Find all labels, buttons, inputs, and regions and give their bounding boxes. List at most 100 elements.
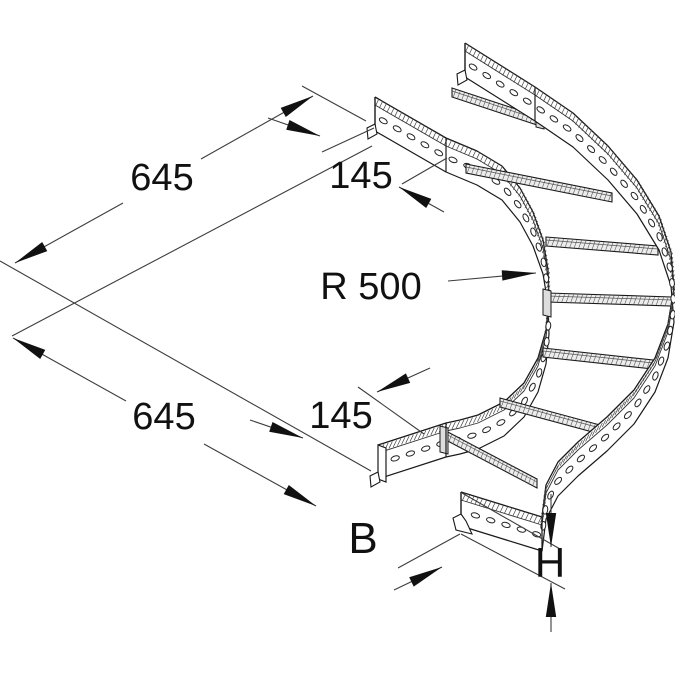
outer-rail-flange-hatch-tick [647, 366, 652, 375]
outer-rail-flange-hatch-tick [605, 417, 610, 425]
rung-hatch-tick [542, 180, 546, 188]
rung-hatch-tick [504, 106, 508, 115]
rung-hatch-tick [570, 418, 574, 426]
inner-rail-flange-hatch-tick [536, 229, 541, 237]
outer-rail-perforation-hole [501, 521, 511, 529]
inner-rail-flange-hatch-tick [533, 220, 538, 229]
outer-rail-flange-hatch-tick [584, 126, 589, 134]
rung-hatch-tick [592, 295, 597, 304]
inner-rail-flange-hatch-tick [451, 421, 456, 430]
outer-rail-flange-hatch-tick [491, 61, 496, 69]
outer-rail-perforation-hole [522, 97, 532, 105]
rung-hatch-tick [550, 181, 555, 190]
rung-hatch-tick [555, 182, 559, 191]
outer-rail-perforation-hole [670, 294, 675, 304]
rung-hatch-tick [508, 107, 512, 116]
outer-rail-flange-hatch-tick [661, 334, 666, 343]
rung-hatch-tick [627, 244, 632, 253]
rung-hatch-tick [518, 404, 522, 412]
outer-rail-perforation-hole [495, 80, 505, 88]
rung-end-block [439, 425, 449, 455]
rung-hatch-tick [564, 184, 568, 193]
outer-rail-flange-hatch-tick [629, 174, 634, 182]
outer-rail-flange-hatch-tick [588, 431, 593, 439]
outer-rail-flange-hatch-tick [528, 84, 533, 92]
outer-rail-flange-hatch-tick [632, 388, 637, 397]
outer-rail-perforation-hole [656, 232, 663, 242]
rung-hatch-tick [480, 167, 484, 176]
outer-rail-flange-hatch-tick [520, 79, 526, 88]
outer-rail-bottom-end-foot [452, 513, 473, 535]
outer-rail-flange-hatch-tick [553, 101, 559, 110]
outer-rail-perforation-hole [643, 385, 651, 394]
rung-hatch-tick [593, 354, 597, 363]
rung-hatch-tick [472, 446, 476, 455]
rung-hatch-tick [500, 399, 505, 408]
inner-rail-perforation-hole [390, 455, 400, 462]
dimension-arrowhead [399, 187, 432, 208]
outer-rail-perforation-hole [623, 411, 632, 420]
outer-rail-flange-hatch-tick [578, 440, 583, 448]
rung-hatch-tick [452, 436, 457, 444]
dimension-line [357, 386, 425, 435]
rung-hatch-tick [500, 461, 504, 470]
outer-rail-flange-hatch-tick [658, 343, 663, 351]
outer-rail-flange-hatch-tick [585, 434, 590, 442]
inner-rail-perforation-hole [513, 200, 522, 209]
outer-rail-flange-hatch-tick [544, 484, 549, 493]
outer-rail-flange-hatch-tick [635, 385, 640, 393]
outer-rail-perforation-hole [562, 124, 572, 132]
outer-rail-flange-hatch-tick [651, 207, 656, 215]
outer-rail-flange-hatch-tick [649, 363, 654, 371]
rung-hatch-tick [559, 183, 564, 192]
rung-hatch-tick [632, 244, 636, 253]
rung-hatch-tick [566, 294, 570, 303]
inner-rail-flange-hatch-tick [546, 280, 551, 289]
inner-rail-flange-hatch-tick [447, 140, 452, 148]
rung-hatch-tick [615, 295, 619, 304]
outer-rail-flange-hatch-tick [581, 123, 586, 131]
rung-bar [465, 163, 613, 203]
rung-hatch-tick [650, 246, 654, 255]
inner-rail-flange-hatch-tick [401, 114, 406, 122]
rung-hatch-tick [618, 243, 623, 252]
outer-rail-flange-hatch-tick [666, 318, 671, 326]
outer-rail-flange-hatch-tick [543, 94, 548, 102]
outer-rail-perforation-hole [661, 247, 668, 257]
rung-hatch-tick [588, 295, 592, 303]
rung-hatch-tick [509, 401, 513, 410]
inner-rail-flange-hatch-tick [436, 133, 441, 142]
inner-rail-flange-hatch-tick [455, 420, 461, 429]
outer-rail-flange-hatch-tick [612, 154, 617, 162]
inner-rail-flange-hatch-tick [515, 185, 520, 194]
outer-rail-perforation-hole [468, 63, 478, 71]
outer-rail-flange-hatch-tick [465, 44, 470, 53]
inner-rail-flange-hatch-tick [524, 200, 529, 209]
rung-hatch-tick [605, 242, 609, 251]
outer-rail-perforation-hole [542, 505, 549, 515]
rung-hatch-tick [512, 109, 517, 118]
rung-hatch-tick [566, 416, 570, 425]
rung-hatch-tick [452, 89, 457, 98]
rung-hatch-tick [664, 297, 669, 306]
rung-hatch-tick [646, 360, 651, 369]
rung-hatch-tick [637, 359, 642, 368]
inner-rail-flange-hatch-tick [491, 161, 496, 169]
outer-rail-flange-hatch-tick [539, 91, 544, 100]
outer-rail-flange-hatch-tick [587, 129, 593, 137]
outer-rail-flange-hatch-tick [591, 132, 596, 140]
rung-hatch-tick [516, 110, 521, 119]
outer-rail-perforation-hole [598, 156, 607, 164]
outer-rail-flange-hatch-tick [546, 96, 551, 105]
rung-hatch-tick [548, 349, 552, 358]
inner-rail-flange-hatch-tick [479, 154, 484, 162]
outer-rail-flange-hatch-tick [498, 65, 503, 74]
outer-rail-flange-hatch-tick [542, 493, 547, 501]
rung-hatch-tick [519, 175, 524, 184]
dim-label-width-B: B [348, 514, 377, 563]
inner-rail-flange-hatch-tick [409, 434, 414, 442]
outer-rail-perforation-hole [470, 512, 481, 519]
rung-hatch-tick [624, 296, 628, 305]
outer-rail-flange-hatch-tick [525, 512, 530, 521]
inner-rail-flange-hatch-tick [520, 385, 525, 393]
